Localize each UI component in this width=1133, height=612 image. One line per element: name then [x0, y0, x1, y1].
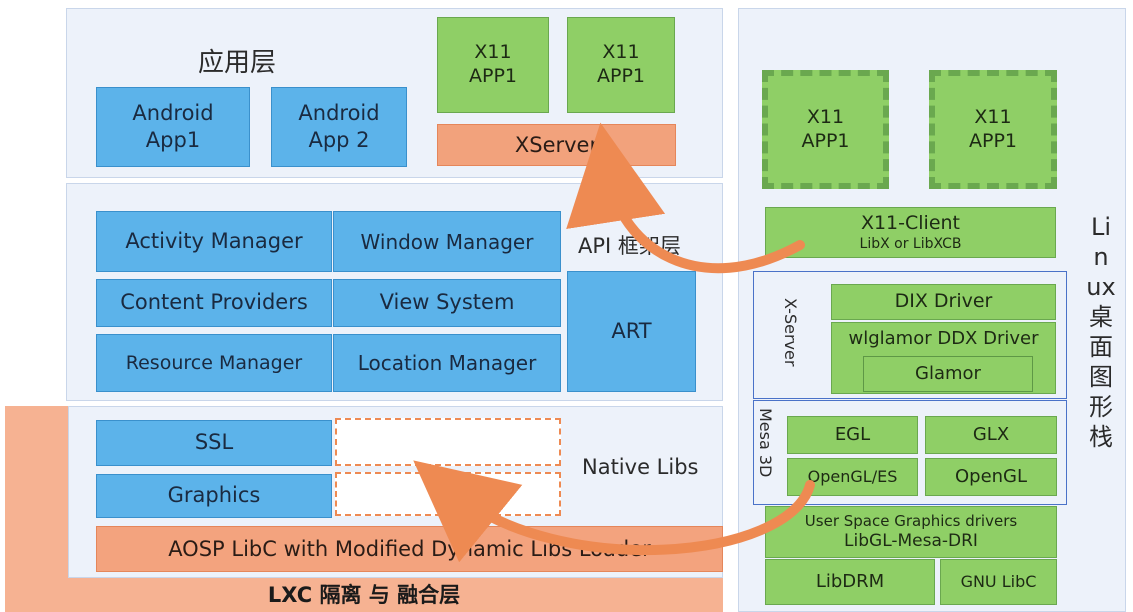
aosp-libc[interactable]: AOSP LibC with Modified Dynamic Libs Loa…	[96, 526, 723, 572]
linux-x11-app-2-line1: X11	[974, 105, 1012, 128]
android-app-2-line2: App 2	[308, 128, 370, 152]
linux-stack-title: Linux桌面图形栈	[1086, 213, 1116, 451]
android-x11-app-2-line1: X11	[602, 41, 640, 64]
x-server-group	[753, 271, 1067, 399]
android-app-1-line1: Android	[132, 100, 214, 125]
arrow-opengl-to-native-libs	[413, 460, 815, 563]
glx-box[interactable]: GLX	[925, 416, 1057, 454]
egl-box[interactable]: EGL	[787, 416, 918, 454]
x11-client-title: X11-Client	[860, 211, 961, 234]
glamor-box[interactable]: Glamor	[863, 356, 1033, 392]
android-x11-app-2-line2: APP1	[596, 65, 645, 87]
dix-driver[interactable]: DIX Driver	[831, 284, 1056, 320]
android-app-1-line2: App1	[145, 128, 201, 152]
content-providers[interactable]: Content Providers	[96, 279, 332, 327]
linux-x11-app-1-line2: APP1	[801, 129, 850, 152]
empty-lib-slot-1	[335, 418, 561, 466]
ssl-lib[interactable]: SSL	[96, 420, 332, 466]
arrow-x11client-to-xserver	[566, 122, 805, 274]
android-x11-app-1-line1: X11	[474, 41, 512, 64]
activity-manager[interactable]: Activity Manager	[96, 211, 332, 272]
art-box[interactable]: ART	[567, 271, 696, 392]
lxc-label: LXC 隔离 与 融合层	[267, 583, 461, 607]
gnu-libc-box[interactable]: GNU LibC	[940, 559, 1057, 605]
linux-x11-app-2-line2: APP1	[968, 129, 1017, 152]
opengl-es-box[interactable]: OpenGL/ES	[787, 458, 918, 496]
location-manager[interactable]: Location Manager	[333, 334, 561, 392]
ddx-driver-label: wlglamor DDX Driver	[848, 328, 1039, 349]
libdrm-box[interactable]: LibDRM	[765, 559, 935, 605]
android-app-2-line1: Android	[298, 100, 380, 125]
view-system[interactable]: View System	[333, 279, 561, 327]
graphics-drivers-line2: LibGL-Mesa-DRI	[844, 530, 978, 551]
graphics-lib[interactable]: Graphics	[96, 474, 332, 518]
linux-x11-app-1-line1: X11	[806, 105, 845, 128]
app-layer-title: 应用层	[198, 48, 277, 78]
android-x11-app-1-line2: APP1	[468, 65, 517, 87]
resource-manager[interactable]: Resource Manager	[96, 334, 332, 392]
mesa-3d-group	[753, 400, 1067, 505]
x11-client-libs: LibX or LibXCB	[859, 235, 962, 252]
graphics-drivers-line1: User Space Graphics drivers	[804, 512, 1018, 530]
window-manager[interactable]: Window Manager	[333, 211, 561, 272]
opengl-box[interactable]: OpenGL	[925, 458, 1057, 496]
native-layer-title: Native Libs	[582, 455, 699, 479]
